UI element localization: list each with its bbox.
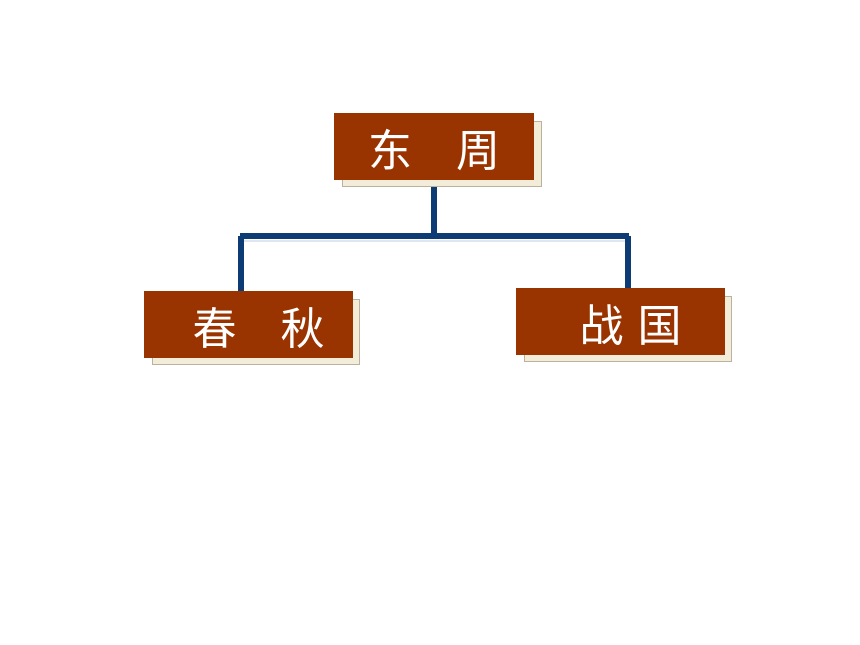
node-label-dongzhou: 东 周 — [334, 113, 534, 180]
node-chunqiu: 春 秋 — [144, 291, 362, 367]
node-zhanguo: 战 国 — [516, 288, 734, 364]
node-label-zhanguo: 战 国 — [516, 288, 725, 355]
node-label-chunqiu: 春 秋 — [144, 291, 353, 358]
node-dongzhou: 东 周 — [334, 113, 544, 189]
